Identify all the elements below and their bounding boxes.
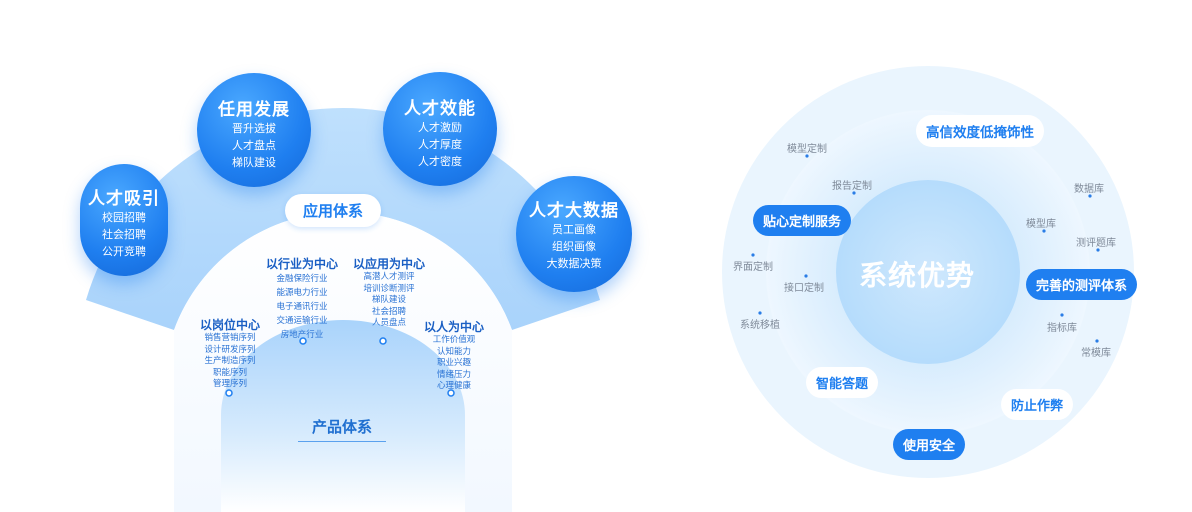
- label-custom-service: 贴心定制服务: [753, 205, 852, 236]
- core-circle: [836, 180, 1020, 364]
- app-system-label: 应用体系: [285, 194, 382, 227]
- circle-item: 社会招聘: [102, 228, 146, 241]
- label-anti-cheat: 防止作弊: [1001, 389, 1074, 420]
- circle-talent-big-data: 人才大数据 员工画像 组织画像 大数据决策: [516, 176, 632, 292]
- label-smart-answer: 智能答题: [806, 367, 879, 398]
- group-item: 人员盘点: [371, 318, 406, 328]
- circle-item: 公开竞聘: [102, 245, 146, 258]
- group-item: 销售营销序列: [204, 333, 256, 343]
- group-item: 职能序列: [212, 367, 247, 378]
- group-item: 工作价值观: [432, 335, 476, 345]
- label-complete-assessment: 完善的测评体系: [1026, 269, 1138, 300]
- group-item: 培训诊断测评: [363, 283, 415, 294]
- circle-item: 人才密度: [418, 155, 462, 168]
- circle-title: 任用发展: [218, 100, 290, 120]
- group-title: 以行业为中心: [265, 257, 338, 271]
- group-item: 电子通讯行业: [276, 302, 328, 312]
- group-item: 梯队建设: [371, 295, 406, 305]
- group-title: 以应用为中心: [352, 257, 425, 271]
- label-model-custom: 模型定制: [787, 144, 827, 155]
- label-ui-custom: 界面定制: [733, 262, 773, 273]
- circle-talent-efficiency: 人才效能 人才激励 人才厚度 人才密度: [383, 72, 497, 186]
- group-person-center: 以人为中心 工作价值观 认知能力 职业兴趣 情绪压力 心理健康: [418, 318, 490, 393]
- group-item: 认知能力: [436, 346, 471, 357]
- group-item: 设计研发序列: [204, 344, 256, 355]
- group-item: 心理健康: [436, 381, 471, 391]
- small-semicircle: [221, 320, 465, 512]
- group-item: 房地产行业: [280, 330, 324, 340]
- circle-item: 梯队建设: [232, 156, 276, 169]
- circle-item: 晋升选拔: [232, 122, 276, 135]
- label-report-custom: 报告定制: [832, 181, 872, 192]
- label-model-lib: 模型库: [1026, 219, 1056, 230]
- system-advantage-title: 系统优势: [858, 259, 975, 292]
- circle-item: 大数据决策: [546, 257, 602, 270]
- label-api-custom: 接口定制: [784, 283, 824, 294]
- product-system-label: 产品体系: [298, 416, 386, 442]
- group-title: 以人为中心: [423, 320, 484, 334]
- group-application-center: 以应用为中心 高潜人才测评 培训诊断测评 梯队建设 社会招聘 人员盘点: [349, 255, 429, 330]
- label-norm-lib: 常模库: [1081, 348, 1111, 359]
- group-item: 高潜人才测评: [363, 272, 415, 282]
- circle-item: 人才厚度: [418, 138, 462, 151]
- circle-talent-attraction: 人才吸引 校园招聘 社会招聘 公开竞聘: [80, 164, 168, 276]
- circle-title: 人才吸引: [88, 189, 160, 209]
- circle-item: 人才激励: [418, 121, 462, 134]
- group-industry-center: 以行业为中心 金融保险行业 能源电力行业 电子通讯行业 交通运输行业 房地产行业: [262, 255, 342, 342]
- group-item: 生产制造序列: [204, 356, 256, 366]
- label-test-bank: 测评题库: [1076, 238, 1116, 249]
- circle-item: 校园招聘: [102, 211, 146, 224]
- group-position-center: 以岗位中心 销售营销序列 设计研发序列 生产制造序列 职能序列 管理序列: [192, 316, 268, 391]
- circle-item: 组织画像: [552, 240, 596, 253]
- group-item: 能源电力行业: [276, 288, 328, 298]
- circle-item: 员工画像: [552, 223, 596, 236]
- label-database: 数据库: [1074, 184, 1104, 195]
- circle-title: 人才效能: [404, 99, 476, 119]
- label-index-lib: 指标库: [1047, 323, 1077, 334]
- group-item: 情绪压力: [436, 369, 471, 380]
- group-item: 职业兴趣: [436, 358, 471, 368]
- label-high-validity: 高信效度低掩饰性: [916, 115, 1044, 147]
- group-item: 管理序列: [212, 379, 247, 389]
- circle-title: 人才大数据: [529, 201, 619, 221]
- label-system-port: 系统移植: [740, 320, 780, 331]
- group-title: 以岗位中心: [199, 318, 260, 332]
- label-secure-use: 使用安全: [893, 429, 966, 460]
- circle-item: 人才盘点: [232, 139, 276, 152]
- group-item: 金融保险行业: [276, 274, 328, 284]
- group-item: 社会招聘: [371, 306, 406, 317]
- group-item: 交通运输行业: [276, 316, 328, 326]
- circle-appointment-development: 任用发展 晋升选拔 人才盘点 梯队建设: [197, 73, 311, 187]
